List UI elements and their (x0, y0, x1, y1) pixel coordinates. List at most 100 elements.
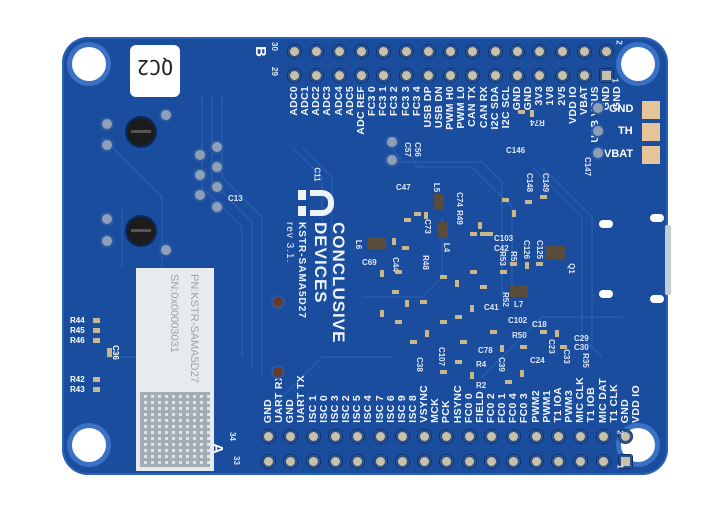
header-a-pin[interactable] (284, 430, 298, 443)
header-a-pin[interactable] (596, 455, 610, 468)
via (102, 140, 112, 150)
header-a-pin-label: ISC 4 (362, 395, 375, 423)
header-a-pin[interactable] (440, 455, 454, 468)
header-b-pin-label: ADC2 (310, 86, 323, 116)
header-a-pin[interactable] (328, 430, 342, 443)
designator-l5: L5 (432, 182, 442, 193)
header-a-pin[interactable] (485, 455, 498, 468)
header-a-pin[interactable] (596, 430, 610, 443)
header-b-pin-label: PWM H0 (444, 86, 457, 130)
header-a-pin[interactable] (574, 430, 588, 443)
header-b-pin[interactable] (600, 45, 614, 58)
via (102, 214, 112, 224)
via (212, 202, 222, 212)
designator-q1: Q1 (566, 263, 576, 274)
header-b-pin[interactable] (399, 69, 413, 82)
header-a-pin[interactable] (551, 455, 565, 468)
battery-pad-gnd[interactable] (642, 101, 660, 119)
header-a-pin[interactable] (440, 430, 454, 443)
smd-component (536, 262, 543, 266)
header-a-pin[interactable] (262, 455, 275, 468)
designator-c23: C23 (546, 339, 556, 354)
smd-component (380, 310, 384, 317)
header-b-pin[interactable] (533, 45, 547, 58)
test-point[interactable] (273, 297, 283, 307)
header-a-pin[interactable] (262, 430, 275, 443)
header-b-pin[interactable] (511, 45, 524, 58)
header-a-pin[interactable] (507, 455, 521, 468)
battery-pad-th[interactable] (642, 123, 660, 141)
header-b-pin[interactable] (332, 69, 346, 82)
header-b-pin-label: ADC REF (354, 86, 367, 135)
header-a-pin[interactable] (373, 430, 387, 443)
header-b-pin[interactable] (511, 69, 524, 82)
header-b-pin[interactable] (488, 69, 502, 82)
header-b-pin-label: ADC4 (332, 86, 345, 116)
header-a-pin[interactable] (373, 455, 387, 468)
header-a-pin[interactable] (328, 455, 342, 468)
resistor (93, 338, 100, 343)
header-a-pin[interactable] (395, 455, 409, 468)
header-a-pin[interactable] (529, 430, 543, 443)
smd-component (440, 275, 447, 279)
header-b-pin[interactable] (377, 45, 391, 58)
header-a-pin[interactable] (485, 430, 498, 443)
header-a-pin[interactable] (418, 430, 432, 443)
header-b-pin[interactable] (288, 69, 301, 82)
header-a-pin[interactable] (395, 430, 409, 443)
header-b-pin[interactable] (288, 45, 301, 58)
header-b-pin[interactable] (444, 69, 458, 82)
header-b-pin[interactable] (533, 69, 547, 82)
header-a-pin-label: UART TX (295, 375, 308, 423)
header-b-pin[interactable] (555, 69, 569, 82)
designator-c146: C146 (506, 146, 526, 155)
header-a-pin[interactable] (574, 455, 588, 468)
header-b-pin[interactable] (399, 45, 413, 58)
board-model: KSTR-SAMA5D27 (296, 222, 307, 319)
header-b-pin[interactable] (466, 69, 480, 82)
usb-shield-pad (650, 295, 664, 303)
designator-c78: C78 (478, 346, 493, 355)
header-b-pin[interactable] (577, 69, 591, 82)
header-a-pin[interactable] (306, 455, 320, 468)
header-b-pin[interactable] (310, 69, 324, 82)
header-b-pin[interactable] (577, 45, 591, 58)
header-a-pin[interactable] (284, 455, 298, 468)
header-a-pin[interactable] (462, 430, 476, 443)
header-a-pin[interactable] (418, 455, 432, 468)
designator-c33: C33 (561, 349, 571, 364)
header-a-pin[interactable] (551, 430, 565, 443)
header-b-pin[interactable] (466, 45, 480, 58)
header-b-pin[interactable] (600, 69, 614, 82)
header-b-pin[interactable] (310, 45, 324, 58)
header-a-pin-label: GND (262, 398, 274, 423)
header-a-pin[interactable] (618, 455, 632, 468)
header-a-pin[interactable] (306, 430, 320, 443)
smd-component (392, 290, 399, 294)
header-b-pin[interactable] (377, 69, 391, 82)
smd-component (520, 345, 527, 349)
designator-c36: C36 (110, 345, 120, 360)
header-b-pin[interactable] (488, 45, 502, 58)
battery-pad-vbat[interactable] (642, 146, 660, 164)
test-point[interactable] (273, 367, 283, 377)
header-a-pin[interactable] (618, 430, 632, 443)
qc-sticker: QC2 (130, 45, 180, 97)
header-b-pin[interactable] (421, 69, 435, 82)
header-b-pin[interactable] (421, 45, 435, 58)
header-a-pin[interactable] (507, 430, 521, 443)
board-revision: rev 3.1. (284, 222, 295, 264)
header-a-pin[interactable] (529, 455, 543, 468)
header-b-pin[interactable] (354, 69, 368, 82)
designator-c39: C39 (496, 357, 506, 372)
designator-c13: C13 (228, 194, 243, 203)
header-a-pin[interactable] (462, 455, 476, 468)
designator-c69: C69 (362, 258, 377, 267)
header-a-pin[interactable] (351, 430, 365, 443)
header-b-pin[interactable] (354, 45, 368, 58)
header-b-pin-label: FC3 3 (399, 86, 412, 117)
header-b-pin[interactable] (332, 45, 346, 58)
header-b-pin[interactable] (555, 45, 569, 58)
header-a-pin[interactable] (351, 455, 365, 468)
header-b-pin[interactable] (444, 45, 458, 58)
